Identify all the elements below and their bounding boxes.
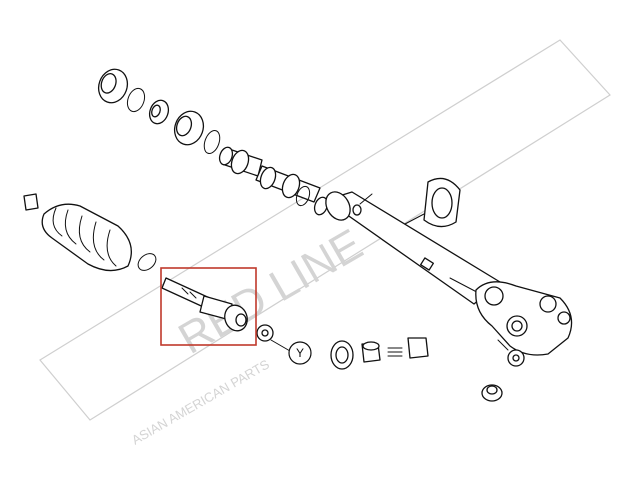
pinion-housing bbox=[475, 281, 573, 356]
ring-2 bbox=[203, 129, 221, 155]
watermark-band bbox=[39, 39, 611, 421]
bushing-2 bbox=[148, 99, 170, 125]
bearing-set bbox=[97, 68, 221, 155]
ring-1 bbox=[126, 87, 146, 113]
bushing-3 bbox=[173, 110, 205, 146]
rack-piston bbox=[218, 146, 329, 216]
inner-tie-rod bbox=[161, 277, 274, 342]
rack-guide-set bbox=[330, 337, 429, 370]
highlight-frame bbox=[160, 267, 257, 346]
callout-label: Y bbox=[296, 346, 304, 360]
rack-boot bbox=[23, 193, 157, 272]
callout-leader-line bbox=[270, 339, 291, 352]
callout-y: Y bbox=[270, 339, 312, 365]
callout-circle bbox=[288, 341, 312, 365]
bushing-1 bbox=[97, 68, 129, 104]
watermark-tagline: ASIAN AMERICAN PARTS bbox=[129, 356, 272, 447]
adjuster-nut bbox=[481, 349, 525, 402]
mount-bushing bbox=[404, 177, 461, 228]
